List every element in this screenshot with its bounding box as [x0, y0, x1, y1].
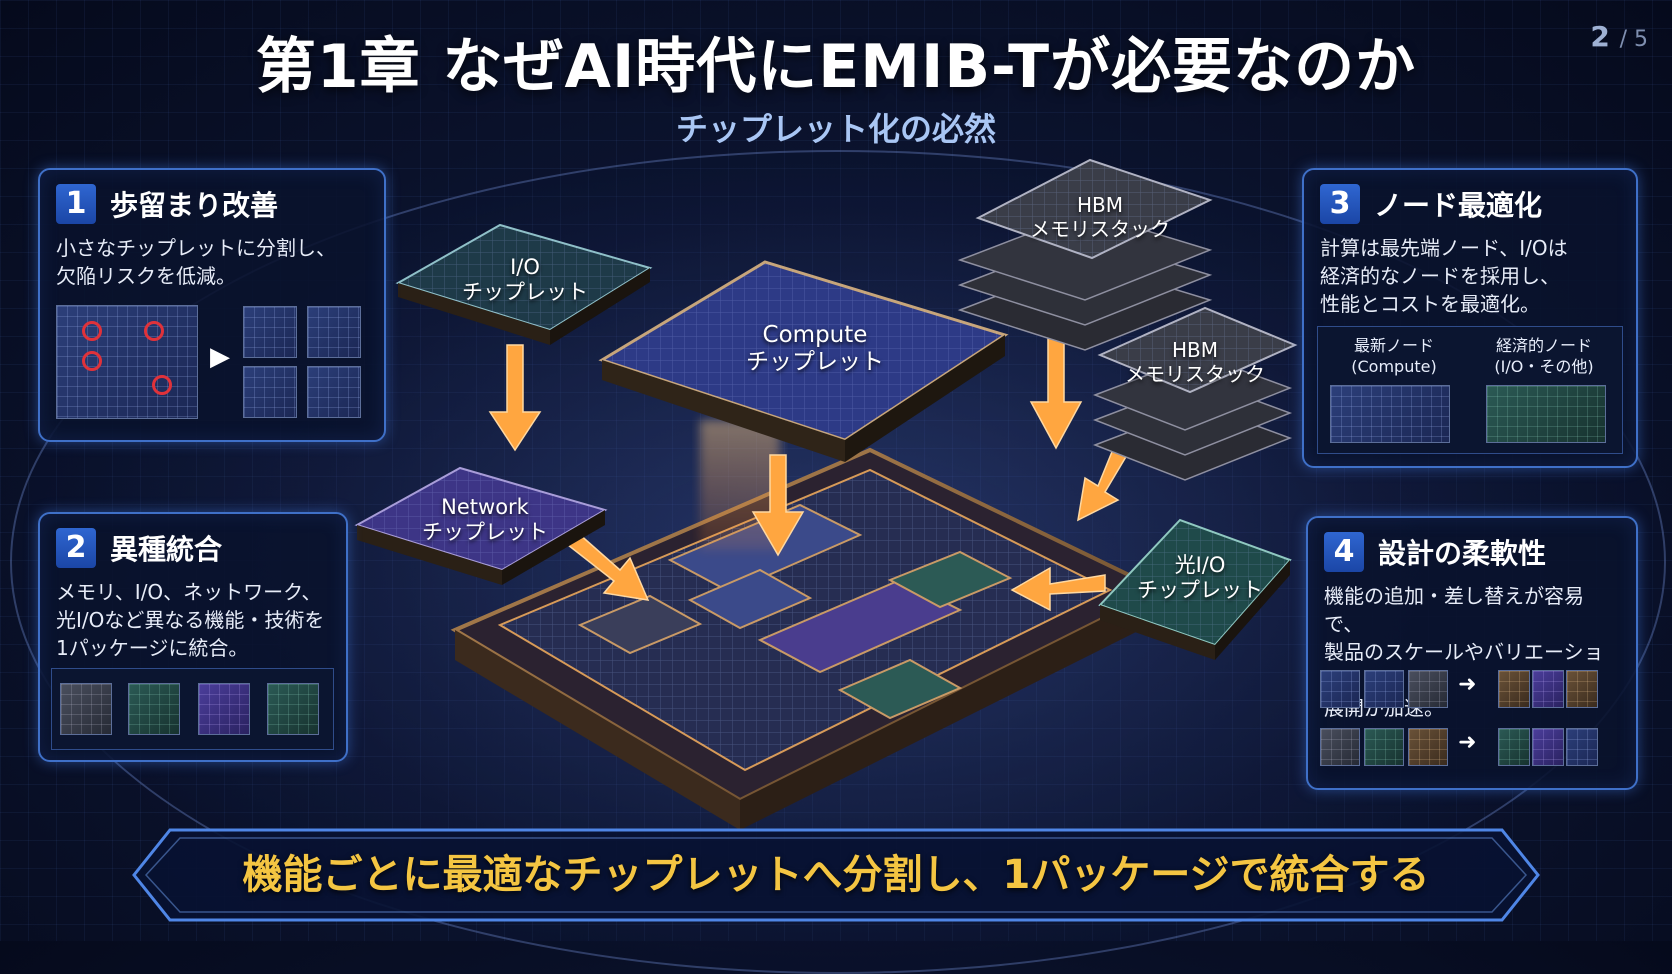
small-die — [243, 366, 297, 418]
config-die — [1408, 728, 1448, 766]
io-chiplet-thumb — [128, 683, 180, 735]
page-total: / 5 — [1619, 27, 1648, 52]
panel-title: 異種統合 — [110, 533, 223, 566]
config-die — [1566, 728, 1598, 766]
banner-frame — [132, 828, 1540, 922]
summary-banner-text: 機能ごとに最適なチップレットへ分割し、1パッケージで統合する — [242, 852, 1430, 898]
right-arrow-icon: ➜ — [1458, 672, 1477, 697]
defect-marker-icon — [82, 351, 102, 371]
panel-number-badge: 2 — [56, 528, 96, 568]
hbm-stack-1 — [957, 158, 1213, 351]
config-die — [1498, 728, 1530, 766]
defect-marker-icon — [82, 321, 102, 341]
panel-number-badge: 4 — [1324, 532, 1364, 572]
config-die — [1320, 670, 1360, 708]
economic-node-label: 経済的ノード (I/O・その他) — [1494, 336, 1594, 376]
panel-title: 設計の柔軟性 — [1378, 537, 1547, 570]
config-die — [1364, 728, 1404, 766]
page-indicator: 2 / 5 — [1590, 20, 1648, 53]
compute-chiplet — [598, 260, 1009, 462]
optical-io-chiplet-label: 光I/O チップレット — [1137, 553, 1263, 602]
hbm-stack-2-label: HBM メモリスタック — [1125, 338, 1265, 386]
chiplet-package-illustration — [354, 158, 1298, 830]
page-subtitle: チップレット化の必然 — [675, 110, 996, 148]
page-title: 第1章 なぜAI時代にEMIB-Tが必要なのか — [255, 32, 1417, 102]
hbm-stack-2 — [1092, 306, 1298, 481]
config-die — [1320, 728, 1360, 766]
configuration-row-1: ➜ — [1320, 670, 1620, 718]
config-die — [1408, 670, 1448, 708]
network-chiplet-label: Network チップレット — [422, 495, 548, 544]
page-current: 2 — [1590, 20, 1610, 53]
summary-banner: 機能ごとに最適なチップレットへ分割し、1パッケージで統合する — [130, 826, 1542, 924]
network-chiplet-thumb — [198, 683, 250, 735]
config-die — [1532, 670, 1564, 708]
optical-io-chiplet — [1098, 518, 1292, 660]
memory-chiplet-thumb — [60, 683, 112, 735]
chiplet-type-strip — [51, 668, 334, 750]
panel-description: 小さなチップレットに分割し、 欠陥リスクを低減。 — [56, 236, 336, 288]
network-chiplet — [354, 466, 608, 585]
advanced-node-label: 最新ノード (Compute) — [1351, 336, 1437, 376]
config-die — [1532, 728, 1564, 766]
panel-description: メモリ、I/O、ネットワーク、 光I/Oなど異なる機能・技術を 1パッケージに統… — [56, 580, 325, 660]
advanced-node-die — [1330, 385, 1450, 443]
defect-marker-icon — [152, 375, 172, 395]
io-chiplet-label: I/O チップレット — [462, 255, 588, 304]
economic-node-die — [1486, 385, 1606, 443]
right-arrow-icon: ▶ — [210, 342, 230, 372]
small-die — [243, 306, 297, 358]
config-die — [1566, 670, 1598, 708]
small-die — [307, 306, 361, 358]
compute-chiplet-label: Compute チップレット — [746, 322, 884, 375]
panel-number-badge: 3 — [1320, 184, 1360, 224]
config-die — [1498, 670, 1530, 708]
hbm-stack-1-label: HBM メモリスタック — [1030, 193, 1170, 241]
monolithic-die-image — [56, 305, 198, 419]
defect-marker-icon — [144, 321, 164, 341]
right-arrow-icon: ➜ — [1458, 730, 1477, 755]
large-die — [56, 305, 198, 419]
assembly-arrows — [488, 319, 1132, 612]
io-chiplet — [395, 223, 653, 345]
configuration-row-2: ➜ — [1320, 728, 1620, 776]
panel-title: 歩留まり改善 — [110, 189, 279, 222]
panel-number-badge: 1 — [56, 184, 96, 224]
small-die — [307, 366, 361, 418]
optical-io-chiplet-thumb — [267, 683, 319, 735]
panel-title: ノード最適化 — [1374, 189, 1543, 222]
config-die — [1364, 670, 1404, 708]
panel-description: 計算は最先端ノード、I/Oは 経済的なノードを採用し、 性能とコストを最適化。 — [1320, 236, 1568, 316]
node-comparison: 最新ノード (Compute) 経済的ノード (I/O・その他) — [1317, 326, 1623, 454]
